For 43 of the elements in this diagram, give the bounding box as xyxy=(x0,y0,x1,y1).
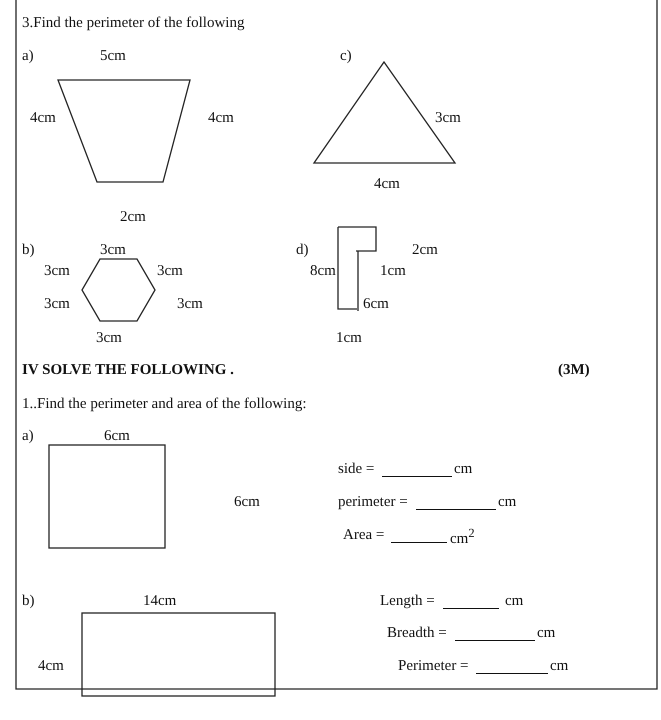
unit-label: cm xyxy=(505,592,524,610)
dimension-label: 3cm xyxy=(435,109,461,127)
unit-label: cm xyxy=(550,657,568,675)
dimension-label: 6cm xyxy=(363,295,389,313)
dimension-label: 1cm xyxy=(336,329,362,347)
dimension-label: 6cm xyxy=(234,493,260,511)
dimension-label: 4cm xyxy=(208,109,234,127)
dimension-label: 8cm xyxy=(310,262,336,280)
field-label: perimeter = xyxy=(338,493,408,511)
dimension-label: 3cm xyxy=(96,329,122,347)
dimension-label: 3cm xyxy=(157,262,183,280)
dimension-label: 3cm xyxy=(44,295,70,313)
marks-label: (3M) xyxy=(558,361,590,379)
dimension-label: 1cm xyxy=(380,262,406,280)
part-letter: b) xyxy=(22,592,34,610)
unit-label: cm xyxy=(498,493,516,511)
field-label: Length = xyxy=(380,592,435,610)
unit-label: cm xyxy=(537,624,556,642)
question-text: 1..Find the perimeter and area of the following: xyxy=(22,395,306,413)
question-heading: 3.Find the perimeter of the following xyxy=(22,14,244,32)
dimension-label: 4cm xyxy=(30,109,56,127)
dimension-label: 2cm xyxy=(412,241,438,259)
part-letter: a) xyxy=(22,47,34,65)
unit-label: cm xyxy=(454,460,472,478)
field-label: side = xyxy=(338,460,374,478)
unit-label: cm$^{2}$ xyxy=(450,525,475,548)
field-label: Breadth = xyxy=(387,624,447,642)
dimension-label: 4cm xyxy=(38,657,64,675)
part-letter: d) xyxy=(296,241,308,259)
part-letter: c) xyxy=(340,47,352,65)
dimension-label: 2cm xyxy=(120,208,146,226)
dimension-label: 3cm xyxy=(177,295,203,313)
dimension-label: 14cm xyxy=(143,592,176,610)
field-label: Perimeter = xyxy=(398,657,469,675)
part-letter: a) xyxy=(22,427,34,445)
dimension-label: 5cm xyxy=(100,47,126,65)
dimension-label: 3cm xyxy=(100,241,126,259)
dimension-label: 6cm xyxy=(104,427,130,445)
section-heading: IV SOLVE THE FOLLOWING . xyxy=(22,361,234,379)
dimension-label: 3cm xyxy=(44,262,70,280)
part-letter: b) xyxy=(22,241,34,259)
dimension-label: 4cm xyxy=(374,175,400,193)
field-label: Area = xyxy=(343,526,384,544)
